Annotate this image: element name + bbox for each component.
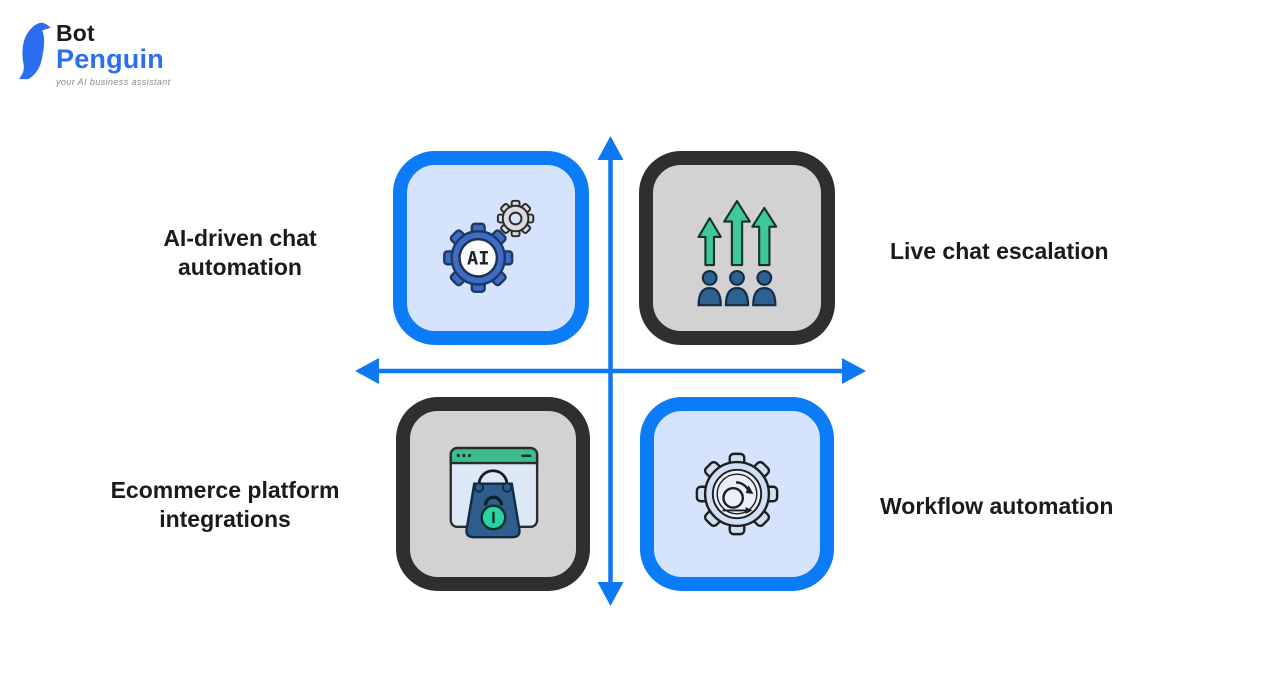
axis-arrow-up-icon (597, 136, 624, 160)
ecommerce-secure-bag-icon (449, 446, 539, 539)
quadrant-label-live-chat-escalation: Live chat escalation (890, 238, 1109, 264)
logo-text: Bot Penguin your AI business assistant (56, 20, 171, 88)
quadrant-label-ai-driven-chat-automation: AI-driven chat automation (163, 225, 317, 280)
penguin-icon (18, 22, 51, 80)
axis-arrow-left-icon (355, 358, 379, 384)
logo-tagline: your AI business assistant (56, 77, 171, 88)
axis-arrow-down-icon (597, 582, 624, 606)
quadrant-card-ai-driven-chat-automation: AI (393, 151, 589, 345)
quadrant-card-workflow-automation (640, 397, 834, 591)
axis-arrow-right-icon (842, 358, 866, 384)
quadrant-label-workflow-automation: Workflow automation (880, 493, 1114, 519)
ai-icon-text: AI (467, 249, 489, 270)
quadrant-label-ecommerce-platform-integrations: Ecommerce platform integrations (110, 477, 340, 532)
workflow-gear-icon (695, 452, 779, 536)
quadrant-card-live-chat-escalation (639, 151, 835, 345)
growth-arrows-people-icon (697, 200, 778, 307)
quadrant-axes (355, 136, 866, 606)
quadrant-card-ecommerce-platform-integrations (396, 397, 590, 591)
botpenguin-logo: Bot Penguin your AI business assistant (14, 22, 171, 87)
logo-text-bot: Bot (56, 20, 95, 46)
logo-text-penguin: Penguin (56, 44, 164, 74)
ai-gears-icon: AI (443, 199, 535, 293)
